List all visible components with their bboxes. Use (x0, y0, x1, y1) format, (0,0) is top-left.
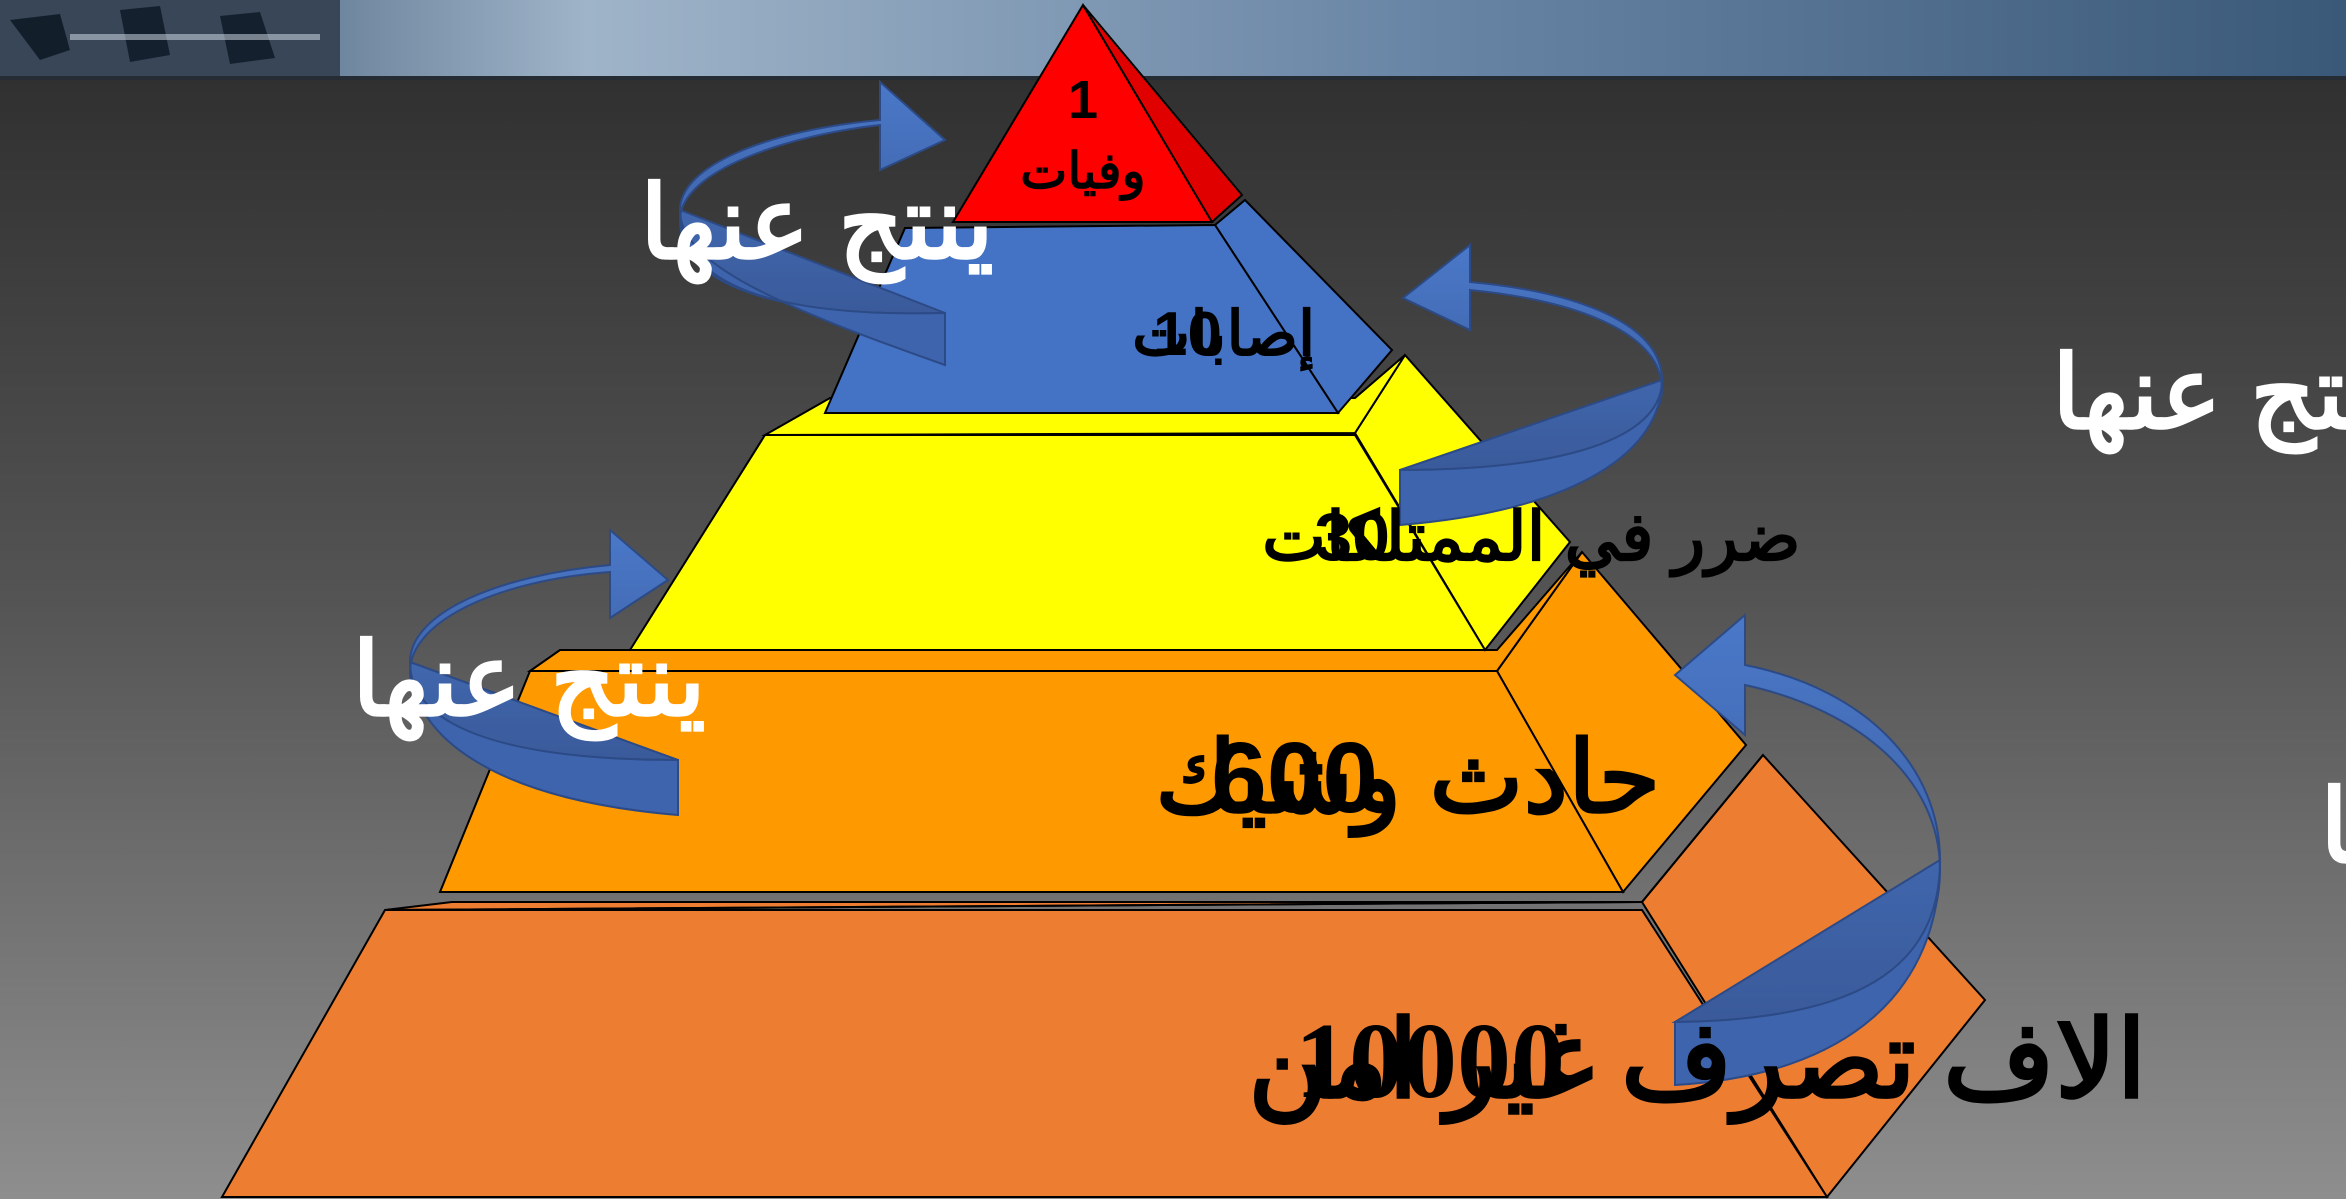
level-3-label: ضرر في الممتلكات (1262, 499, 1801, 579)
connector-label-2: ينتج عنها (2052, 336, 2346, 455)
pyramid-level-1 (951, 3, 1244, 224)
level-2-front-face (823, 223, 1340, 414)
top-banner (0, 0, 2346, 76)
connector-label-1: ينتج عنها (640, 166, 994, 285)
level-1-right-face (1082, 4, 1244, 224)
level-5-front-face (220, 909, 1829, 1198)
level-2-number: 10 (1153, 300, 1222, 369)
level-1-label: وفيات (1020, 143, 1145, 201)
arrow-2-band (1399, 379, 1663, 527)
banner-photo (0, 0, 340, 76)
level-5-label: الاف تصرف غير امن (1248, 1002, 2147, 1126)
pyramid-level-4 (438, 550, 1748, 894)
curved-arrow-4 (1671, 612, 1942, 1087)
level-2-label: إصابات (1132, 300, 1315, 371)
level-5-number: 10000 (1295, 1002, 1565, 1121)
arrow-1-band (679, 209, 946, 367)
level-3-number: 30 (1314, 499, 1390, 575)
pyramid-level-3 (628, 353, 1572, 652)
level-3-top-face (761, 354, 1406, 437)
level-1-number: 1 (1068, 70, 1098, 130)
curved-arrow-2 (1399, 242, 1664, 527)
level-4-front-face (438, 670, 1625, 893)
curved-arrow-3 (408, 527, 679, 817)
connector-label-3: ينتج عنها (352, 623, 706, 742)
top-banner-shadow (0, 76, 2346, 80)
level-4-label: حادث وشيك (1155, 722, 1660, 838)
curved-arrow-1 (678, 79, 947, 367)
level-4-number: 600 (1211, 722, 1378, 834)
level-3-front-face (628, 434, 1487, 651)
pyramid-level-2 (823, 198, 1394, 415)
connector-label-4: ينتج عنها (2320, 770, 2346, 889)
arrow-3-band (409, 661, 679, 817)
arrow-4-band (1674, 859, 1941, 1087)
